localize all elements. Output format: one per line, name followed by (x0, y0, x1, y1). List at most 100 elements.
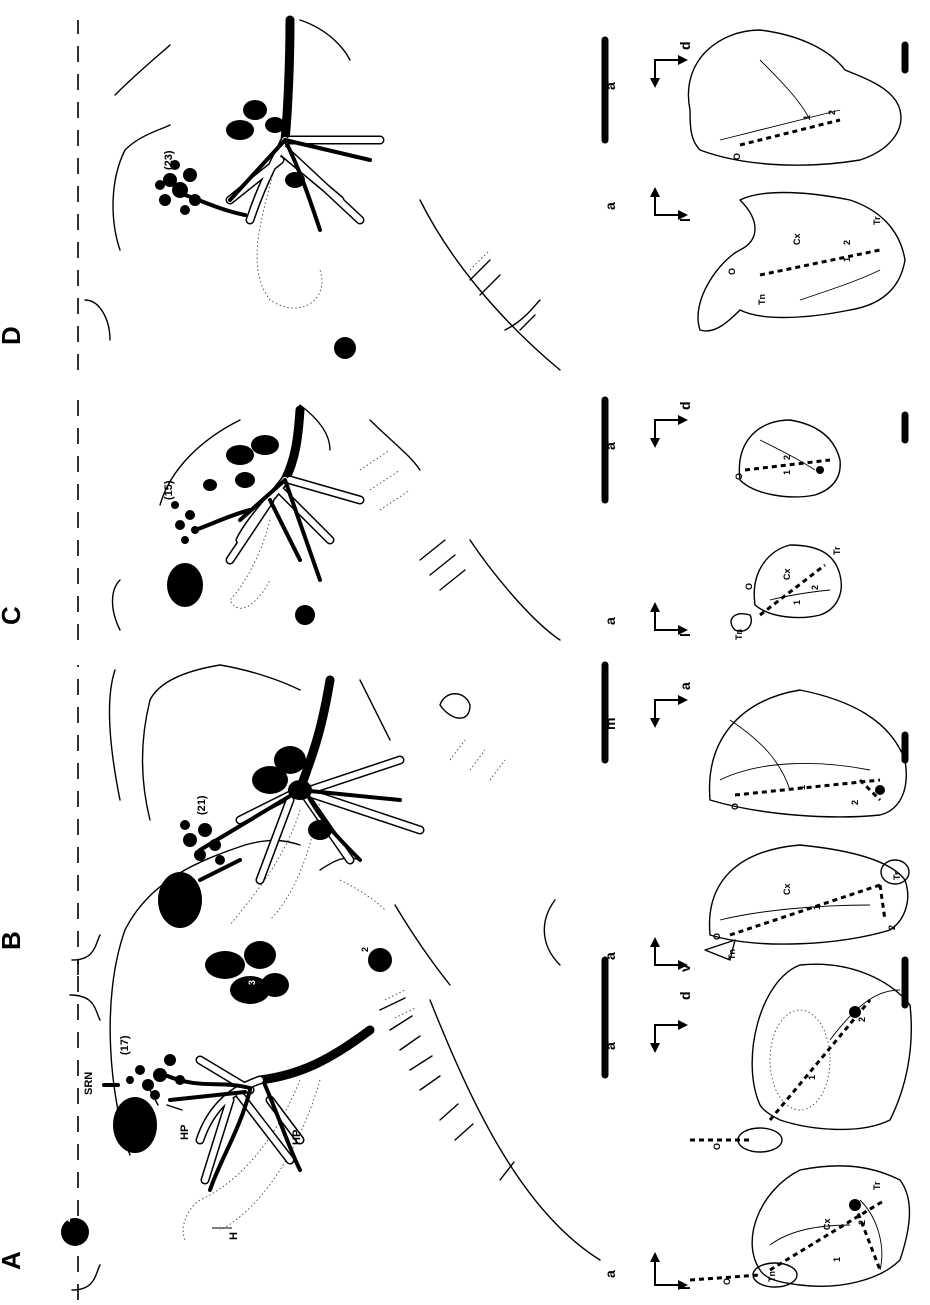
panel-c-outline-3 (300, 405, 330, 450)
panel-a-label-hp2: HP (291, 1130, 303, 1145)
panel-a-label-tn: Tn (767, 1271, 777, 1282)
panel-a-coxa-right (690, 964, 911, 1152)
panel-d-label-s4: 2 (827, 110, 837, 115)
panel-b-outline-2 (110, 670, 120, 800)
panel-a-label-s4: 2 (857, 1017, 867, 1022)
panel-d-outline-7 (470, 260, 535, 330)
panel-b-label-count: (21) (196, 795, 208, 815)
panel-a-label-2: 2 (62, 1217, 72, 1222)
panel-a-label-o2: O (712, 1143, 722, 1150)
panel-a-label-1: 1 (134, 1140, 144, 1145)
panel-a-axon (260, 1030, 370, 1080)
panel-a-dotted-2 (385, 990, 415, 1018)
panel-d-outline-4 (300, 20, 350, 60)
panel-c-label-cx: Cx (782, 568, 792, 580)
panel-c-axis2-b: d (677, 401, 693, 410)
panel-b-coxa-right (710, 690, 907, 817)
panel-d-dotted (470, 250, 490, 270)
panel-c-outline (113, 580, 121, 630)
panel-a-hatch (380, 998, 514, 1180)
panel-a-label-s1: 1 (832, 1257, 842, 1262)
panel-c-axon (285, 410, 300, 480)
panel-b-soma (368, 948, 392, 972)
panel-b-coxa-left (705, 845, 909, 960)
panel-a-label-s2: 2 (857, 1220, 867, 1225)
panel-d-label-cx: Cx (792, 233, 802, 245)
panel-b-label-s4: 2 (850, 800, 860, 805)
panel-c-axis-2 (650, 415, 688, 448)
panel-d-label-tn: Tn (757, 294, 767, 305)
panel-a-outline-5 (395, 905, 450, 985)
panel-d-axon (285, 20, 290, 140)
panel-b-cluster (158, 820, 240, 928)
panel-a-axis2-b: d (677, 991, 693, 1000)
panel-a-axis-1 (650, 1252, 688, 1290)
panel-c-dotted (360, 450, 410, 510)
panel-b-axis1-b: v (677, 964, 693, 972)
panel-a-label-srn: SRN (83, 1072, 95, 1095)
panel-b-label-o2: O (730, 803, 740, 810)
panel-b-label-s1: 1 (812, 905, 822, 910)
panel-d-axis2-a: a (602, 82, 618, 90)
panel-a-axis-2 (650, 1020, 688, 1053)
panel-b-axis2-b: a (677, 682, 693, 690)
panel-c-boutons (203, 435, 279, 491)
panel-b-outline-4 (360, 680, 390, 740)
panel-a-label-3: 3 (247, 980, 257, 985)
panel-c-soma (295, 605, 315, 625)
panel-d-label-s3: 1 (802, 115, 812, 120)
panel-a-outline (72, 1265, 100, 1290)
panel-c-axis-1 (650, 602, 688, 635)
panel-b-label-tn: Tn (727, 949, 737, 960)
panel-c-label-s1: 1 (792, 600, 802, 605)
panel-c-axis1-a: a (602, 617, 618, 625)
panel-d-label-count: (23) (163, 150, 175, 170)
panel-b-outline-6 (440, 694, 470, 718)
panel-d-soma (334, 337, 356, 359)
panel-d-letter: D (0, 326, 26, 345)
panel-c-label-tr: Tr (832, 546, 842, 555)
panel-c-outline-5 (370, 420, 420, 470)
panel-c-label-s4: 2 (782, 455, 792, 460)
panel-c-letter: C (0, 606, 26, 625)
panel-a-label-o: O (722, 1278, 732, 1285)
panel-a-axis1-a: a (602, 1270, 618, 1278)
panel-b-label-s2: 2 (887, 925, 897, 930)
panel-a-label-hp1: HP (179, 1125, 191, 1140)
panel-c-label-o: O (744, 583, 754, 590)
panel-a-label-h: H (228, 1232, 240, 1240)
panel-a: A SRN (0, 840, 911, 1300)
panel-d: D (23) (0, 20, 905, 370)
panel-b-axis2-a: m (602, 718, 618, 730)
panel-d-label-o: O (727, 268, 737, 275)
panel-a-dotted-1 (340, 880, 385, 910)
panel-b-label-s3: 1 (797, 785, 807, 790)
panel-a-label-cx: Cx (822, 1218, 832, 1230)
panel-d-axis-2 (650, 55, 688, 88)
panel-a-outline-4 (430, 1000, 600, 1260)
panel-d-label-o2: O (732, 153, 742, 160)
panel-b-letter: B (0, 931, 26, 950)
panel-d-outline (85, 300, 110, 340)
panel-d-outline-3 (115, 45, 170, 95)
panel-d-axis-1 (650, 187, 688, 220)
panel-d-axis1-b: l (677, 218, 693, 222)
panel-a-label-s3: 1 (807, 1075, 817, 1080)
panel-c-axis1-b: l (677, 633, 693, 637)
panel-b-label-2: 2 (360, 947, 370, 952)
panel-b-outline-3 (143, 665, 301, 820)
panel-c-label-o2: O (734, 473, 744, 480)
panel-b-outline (72, 935, 100, 960)
panel-c-axis2-a: a (602, 442, 618, 450)
panel-a-label-count: (17) (119, 1035, 131, 1055)
panel-b-label-tr: Tr (892, 871, 902, 880)
panel-b-label-cx: Cx (782, 883, 792, 895)
panel-c-label-count: (15) (163, 480, 175, 500)
panel-b-axon (300, 680, 330, 790)
panel-d-label-tr: Tr (872, 216, 882, 225)
panel-d-coxa-left (698, 193, 905, 331)
panel-b-axis-2 (650, 695, 688, 728)
panel-b-axis1-a: a (602, 952, 618, 960)
panel-c-label-s2: 2 (810, 585, 820, 590)
